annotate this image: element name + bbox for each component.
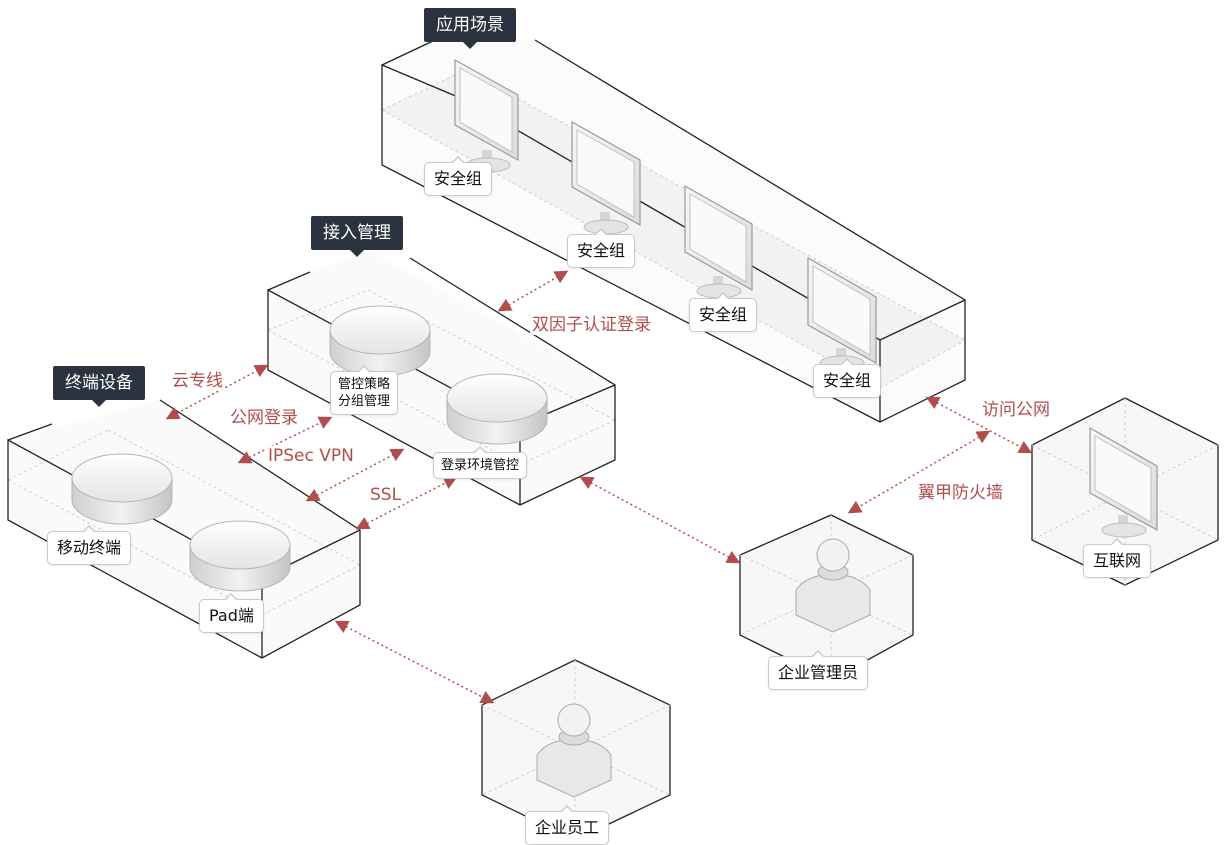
label-cloud-line: 云专线 xyxy=(170,366,225,391)
label-public-login: 公网登录 xyxy=(228,403,300,428)
connector-cloud-line xyxy=(165,364,269,420)
security-group-4[interactable]: 安全组 xyxy=(813,358,882,398)
security-group-2[interactable]: 安全组 xyxy=(567,228,636,268)
person-icon-admin xyxy=(795,538,871,633)
monitor-icon-internet xyxy=(1089,426,1158,538)
cylinder-icon-policy xyxy=(329,305,431,377)
cylinder-icon-login-env xyxy=(446,373,548,445)
connector-visit-public xyxy=(925,396,1033,454)
policy-group-node[interactable]: 管控策略 分组管理 xyxy=(330,365,399,415)
group-mgmt-label: 分组管理 xyxy=(338,394,391,409)
employee-node[interactable]: 企业员工 xyxy=(525,805,610,845)
security-group-1[interactable]: 安全组 xyxy=(424,156,493,196)
monitor-icon-2 xyxy=(571,120,641,235)
monitor-icon-3 xyxy=(684,184,753,299)
policy-label: 管控策略 xyxy=(338,377,391,392)
login-env-node[interactable]: 登录环境管控 xyxy=(433,446,528,479)
connector-admin-access xyxy=(579,476,741,564)
label-ssl: SSL xyxy=(368,485,404,505)
connector-public-login xyxy=(237,416,333,464)
connector-firewall xyxy=(847,430,991,514)
label-two-factor: 双因子认证登录 xyxy=(530,310,653,335)
pad-node[interactable]: Pad端 xyxy=(199,593,264,633)
mobile-terminal-node[interactable]: 移动终端 xyxy=(47,525,132,565)
internet-node[interactable]: 互联网 xyxy=(1083,538,1152,578)
connector-employee xyxy=(334,620,495,704)
connector-two-factor xyxy=(497,270,569,312)
label-visit-public: 访问公网 xyxy=(980,395,1052,420)
group-title-access: 接入管理 xyxy=(311,216,403,257)
connectors xyxy=(165,270,1033,704)
person-icon-employee xyxy=(536,703,612,798)
terminal-box xyxy=(7,399,361,659)
security-group-3[interactable]: 安全组 xyxy=(689,292,758,332)
group-title-terminal: 终端设备 xyxy=(53,366,145,407)
cylinder-icon-pad xyxy=(189,520,291,592)
label-firewall: 翼甲防火墙 xyxy=(916,478,1005,503)
connector-ssl xyxy=(355,476,458,530)
group-title-app-scene: 应用场景 xyxy=(424,8,516,49)
label-ipsec: IPSec VPN xyxy=(266,446,356,466)
cylinder-icon-mobile xyxy=(71,453,173,525)
admin-node[interactable]: 企业管理员 xyxy=(768,650,869,690)
